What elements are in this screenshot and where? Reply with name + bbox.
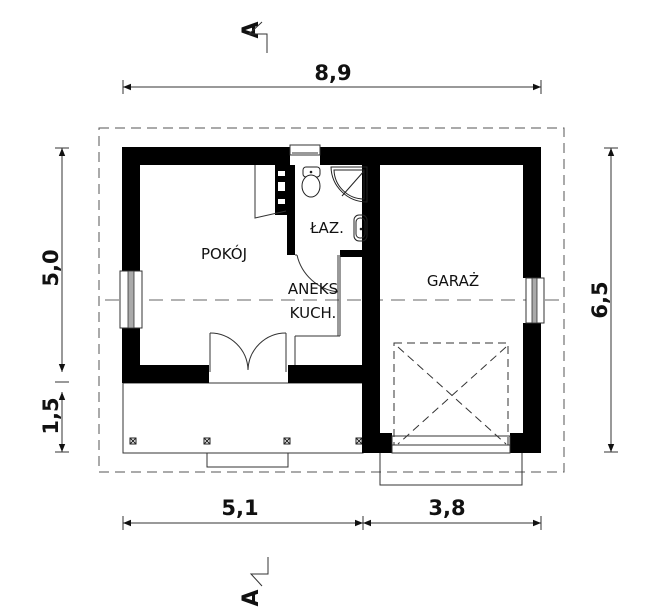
- dimension-garage-width: 3,8: [362, 496, 542, 530]
- section-marker-top: A: [239, 21, 268, 53]
- bathroom-door: [294, 254, 341, 365]
- window-right: [525, 277, 545, 324]
- dimension-label: 1,5: [39, 397, 63, 434]
- terrace-step: [206, 453, 289, 468]
- room-label-garaz: GARAŻ: [427, 271, 479, 290]
- terrace: [122, 382, 364, 468]
- window-left: [119, 270, 143, 329]
- dimension-total-depth: 6,5: [588, 147, 618, 453]
- room-label-pokoj: POKÓJ: [201, 244, 247, 263]
- sink-icon: [353, 214, 368, 242]
- dimension-label: 8,9: [314, 61, 351, 85]
- room-label-aneks: ANEKS: [288, 280, 338, 298]
- entrance-doors: [209, 332, 287, 372]
- dimension-label: 5,1: [221, 496, 258, 520]
- wardrobe: [278, 171, 285, 204]
- dimension-label: 3,8: [428, 496, 465, 520]
- dimension-house-width: 5,1: [122, 496, 363, 530]
- dimension-total-width: 8,9: [122, 61, 542, 94]
- plot-boundary: [98, 127, 565, 473]
- dimension-terrace-depth: 1,5: [39, 392, 69, 453]
- dimension-label: 5,0: [39, 249, 63, 286]
- section-marker-bottom: A: [239, 557, 269, 607]
- garage-door: [379, 342, 523, 486]
- terrace-posts: [129, 437, 363, 445]
- section-label-bottom: A: [239, 589, 264, 606]
- bathroom-window: [289, 144, 321, 156]
- shower-icon: [330, 166, 368, 203]
- walls: [122, 147, 541, 453]
- room-label-lazienka: ŁAZ.: [309, 219, 344, 237]
- room-label-kuch: KUCH.: [290, 304, 337, 322]
- toilet-icon: [301, 166, 321, 198]
- dimension-house-depth: 5,0: [39, 147, 69, 383]
- dimension-label: 6,5: [588, 281, 612, 318]
- wardrobe-outline: [254, 165, 287, 219]
